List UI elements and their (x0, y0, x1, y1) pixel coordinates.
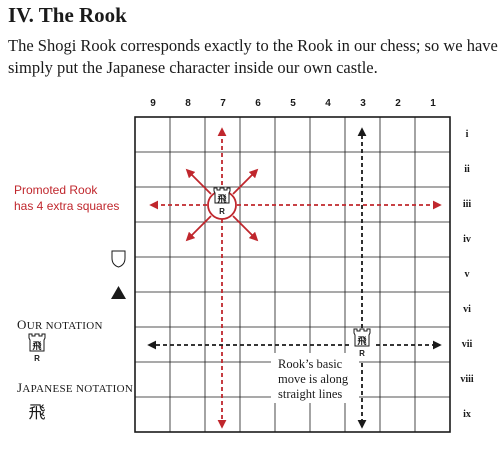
rank-label-i: i (465, 129, 469, 140)
castle-icon (353, 328, 371, 347)
rank-label-iii: iii (462, 199, 472, 210)
file-label-4: 4 (325, 98, 331, 109)
callout-background (271, 353, 359, 403)
piece-letter: R (359, 349, 365, 358)
promoted-rook-moves (149, 127, 442, 429)
our-notation-rest: UR NOTATION (26, 320, 103, 332)
rank-label-viii: viii (460, 374, 474, 385)
our-notation-cap: O (17, 317, 27, 332)
promoted-note-line-2: has 4 extra squares (14, 199, 120, 213)
piece-letter: R (219, 207, 225, 216)
rank-label-iv: iv (463, 234, 471, 245)
rank-label-v: v (464, 269, 470, 280)
file-label-2: 2 (395, 98, 401, 109)
our-notation-label: OUR NOTATION (17, 317, 103, 333)
file-label-3: 3 (360, 98, 366, 109)
japanese-notation-label: JAPANESE NOTATION (17, 380, 133, 396)
board-border (134, 116, 451, 433)
sente-shield-icon (111, 286, 126, 299)
promoted-diagonal-up-left-arrow (185, 168, 212, 195)
rank-label-ix: ix (463, 409, 471, 420)
legend-letter: R (34, 354, 40, 363)
callout-line-1: Rook’s basic (278, 357, 343, 371)
promoted-diagonal-up-right-arrow (232, 168, 259, 195)
piece-kanji: 飛 (356, 336, 366, 347)
promoted-rook-piece: 飛 R (207, 187, 237, 220)
japanese-notation-cap: J (17, 380, 23, 395)
rank-label-vii: vii (461, 339, 473, 350)
castle-icon (28, 333, 46, 352)
castle-icon (213, 187, 231, 204)
promoted-rook-note: Promoted Rook has 4 extra squares (14, 182, 124, 214)
promoted-diagonal-down-left-arrow (185, 215, 212, 242)
basic-rook-piece: 飛 R (353, 328, 371, 358)
file-label-9: 9 (150, 98, 156, 109)
rank-label-vi: vi (463, 304, 471, 315)
japanese-notation-rest: APANESE NOTATION (22, 383, 134, 395)
legend-japanese-kanji: 飛 (29, 403, 46, 423)
intro-paragraph: The Shogi Rook corresponds exactly to th… (8, 36, 498, 77)
file-label-7: 7 (220, 98, 226, 109)
rank-label-ii: ii (464, 164, 470, 175)
legend-our-notation-piece: 飛 R (28, 333, 46, 363)
file-label-5: 5 (290, 98, 296, 109)
board-grid (134, 116, 451, 433)
callout-line-3: straight lines (278, 387, 342, 401)
basic-rook-moves (147, 127, 442, 429)
file-label-6: 6 (255, 98, 261, 109)
callout-line-2: move is along (278, 372, 349, 386)
piece-kanji: 飛 (216, 194, 226, 205)
gote-shield-icon (111, 250, 126, 268)
promoted-diagonal-down-right-arrow (232, 215, 259, 242)
file-label-1: 1 (430, 98, 436, 109)
section-title: IV. The Rook (8, 3, 127, 27)
legend-kanji: 飛 (31, 341, 41, 352)
promoted-note-line-1: Promoted Rook (14, 183, 98, 197)
file-label-8: 8 (185, 98, 191, 109)
basic-move-callout: Rook’s basic move is along straight line… (271, 353, 359, 403)
